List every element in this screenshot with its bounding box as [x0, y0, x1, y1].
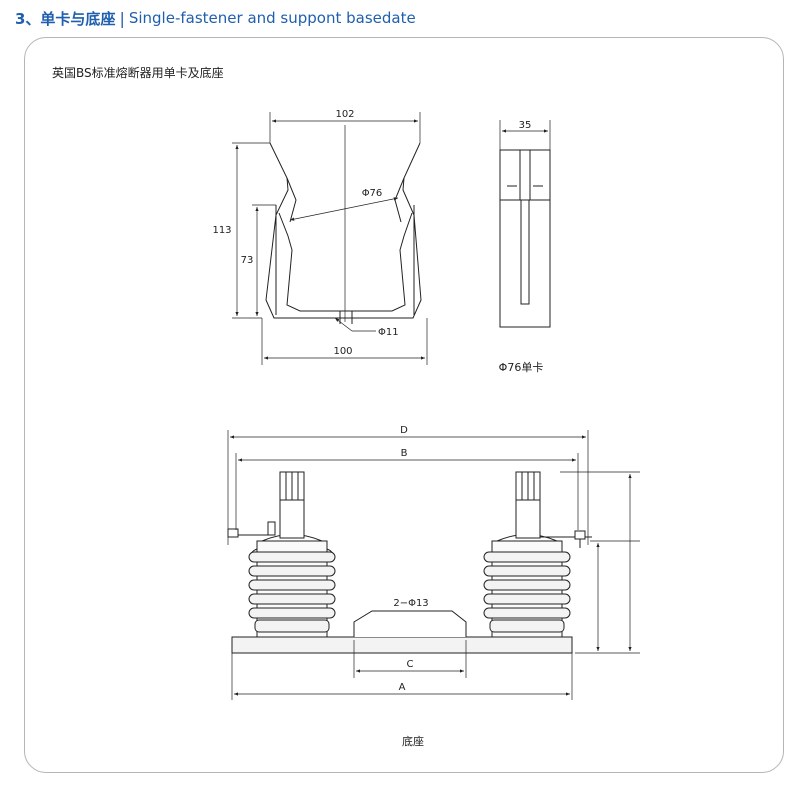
section-number-title: 3、单卡与底座 — [15, 9, 116, 28]
dim-B: B — [401, 448, 408, 459]
dim-total-height: 113 — [212, 225, 231, 236]
dim-hole: Φ11 — [378, 327, 399, 338]
panel-subtitle: 英国BS标准熔断器用单卡及底座 — [52, 66, 224, 80]
dim-A: A — [399, 682, 406, 693]
clamp-side-view — [499, 120, 551, 328]
base-caption: 底座 — [402, 734, 424, 748]
base-dimensions — [227, 430, 640, 700]
dim-inner-height: 73 — [241, 255, 254, 266]
header-separator: | — [119, 8, 125, 28]
left-contact — [227, 471, 305, 539]
dim-holes: 2−Φ13 — [393, 598, 428, 609]
left-insulator — [248, 534, 336, 638]
dim-D: D — [400, 425, 408, 436]
section-header: 3、单卡与底座 | Single-fastener and suppont ba… — [15, 6, 416, 30]
section-english-title: Single-fastener and suppont basedate — [128, 9, 416, 27]
base-plate — [231, 636, 573, 654]
dim-side-width: 35 — [519, 120, 532, 131]
right-insulator — [483, 534, 571, 638]
clamp-front-dimensions — [235, 119, 425, 360]
clamp-caption: Φ76单卡 — [499, 361, 544, 374]
dim-bottom-width: 100 — [333, 346, 352, 357]
dim-diameter: Φ76 — [362, 188, 383, 199]
right-contact — [515, 471, 592, 548]
dim-top-width: 102 — [335, 109, 354, 120]
mounting-slot — [353, 610, 467, 637]
dim-C: C — [407, 659, 414, 670]
